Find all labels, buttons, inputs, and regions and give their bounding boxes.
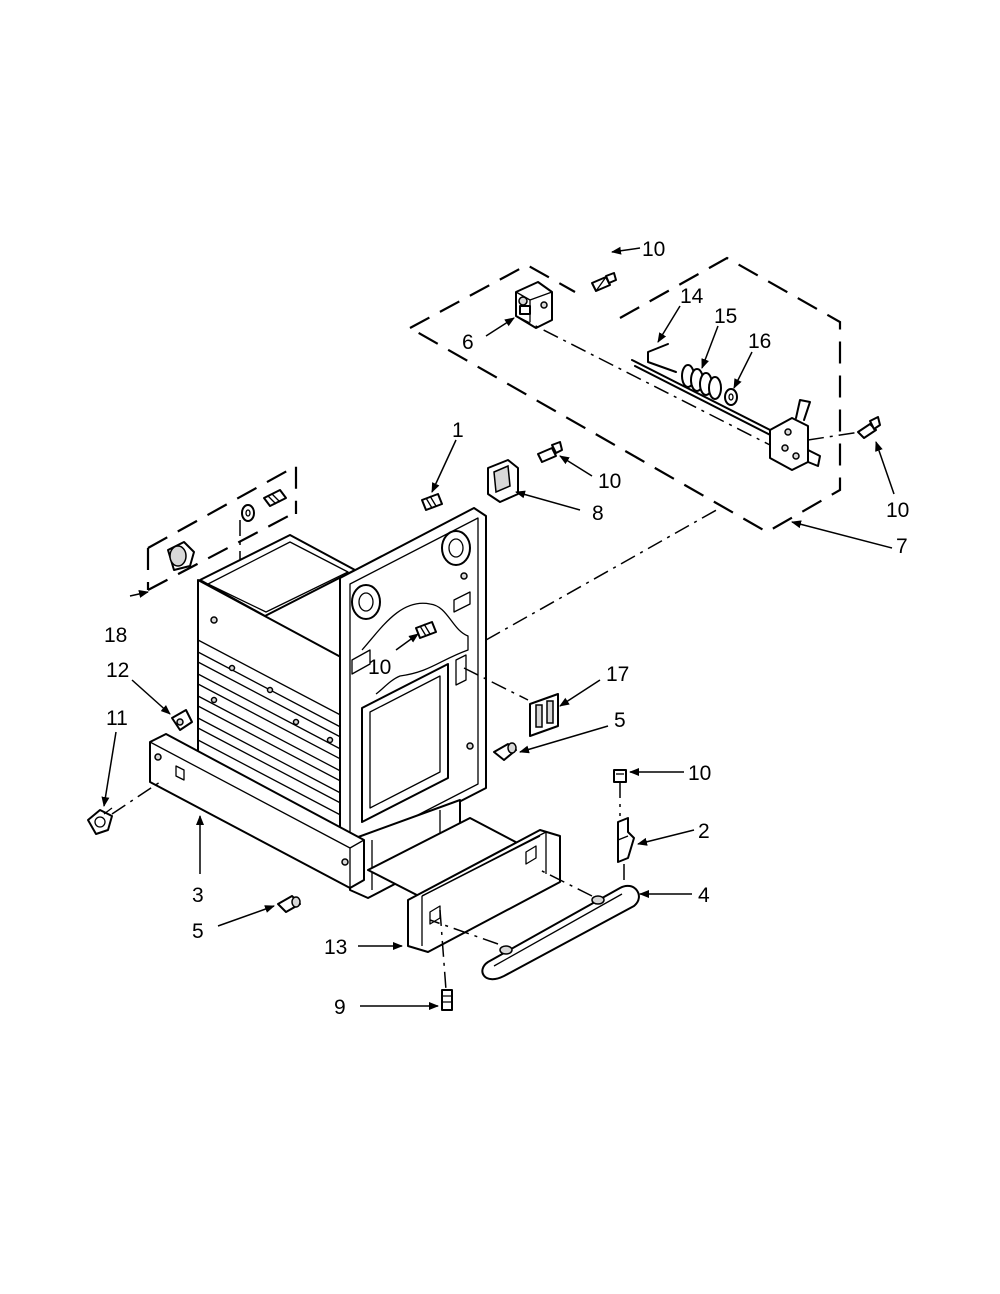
clip-part-2 [617, 817, 635, 863]
callout-16: 16 [748, 330, 771, 353]
hinge-centerline [463, 667, 529, 701]
screw-part-10-top [591, 272, 617, 292]
rail-part-3 [149, 733, 365, 889]
plug-part-5-right [493, 742, 517, 761]
washer-part-16 [724, 388, 738, 406]
callout-17: 17 [606, 663, 629, 686]
callout-14: 14 [680, 285, 704, 308]
callout-2: 2 [698, 820, 710, 843]
callout-7: 7 [896, 535, 908, 558]
screw-9-centerline [439, 909, 447, 991]
handle-centerlines [429, 869, 593, 945]
assembly-18-boundary [146, 464, 298, 591]
callout-8: 8 [592, 502, 604, 525]
clip-part-12 [171, 709, 193, 731]
cabinet-frame [197, 507, 551, 913]
washer-and-screw-18 [241, 489, 287, 522]
bracket-part-8 [487, 459, 519, 503]
handle-part-4 [481, 885, 640, 981]
hinge-bracket-part-6 [515, 281, 553, 329]
callout-5: 5 [614, 709, 626, 732]
callout-4: 4 [698, 884, 710, 907]
callout-5: 5 [192, 920, 204, 943]
nut-part-11 [87, 807, 113, 835]
callout-labels: 10 6 14 15 16 10 7 1 10 8 18 10 17 12 5 … [104, 238, 909, 1019]
assembly-centerline [515, 315, 861, 446]
callout-10: 10 [886, 499, 909, 522]
callout-9: 9 [334, 996, 346, 1019]
assembly-7-boundary [409, 256, 842, 534]
leader-lines [101, 246, 895, 1010]
callout-1: 1 [452, 419, 464, 442]
screw-part-1 [421, 493, 443, 511]
callout-10: 10 [642, 238, 665, 261]
knob-part-18 [167, 541, 195, 571]
kickplate-part-13 [407, 829, 561, 953]
screw-part-9 [441, 989, 453, 1011]
callout-13: 13 [324, 936, 347, 959]
screw-part-10-lower [613, 769, 627, 783]
callout-18: 18 [104, 624, 127, 647]
callout-10: 10 [598, 470, 621, 493]
callout-10: 10 [688, 762, 711, 785]
screw-part-10-upper [537, 441, 563, 463]
callout-11: 11 [106, 707, 128, 730]
callout-6: 6 [462, 331, 474, 354]
hinge-part-17 [529, 693, 559, 737]
callout-12: 12 [106, 659, 129, 682]
frame-to-assembly-centerline [485, 507, 721, 641]
nut-centerline [111, 781, 161, 815]
spring-part-15 [681, 364, 722, 400]
latch-bracket [769, 399, 821, 471]
rod-part-14 [631, 343, 793, 447]
callout-10: 10 [368, 656, 391, 679]
callout-3: 3 [192, 884, 204, 907]
screw-part-10-right [857, 416, 881, 439]
callout-15: 15 [714, 305, 737, 328]
plug-part-5-left [277, 895, 301, 913]
